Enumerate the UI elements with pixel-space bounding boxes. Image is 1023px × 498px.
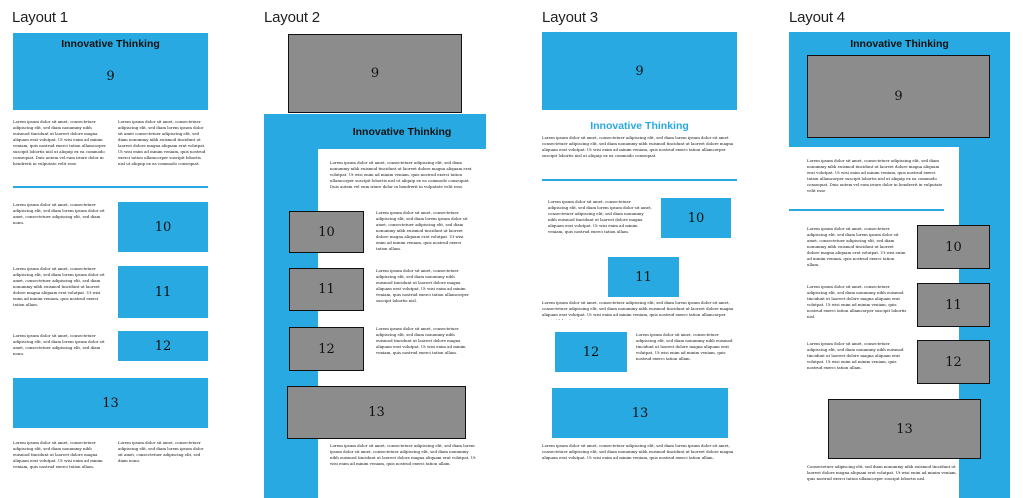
l4-box-11: 11 [917, 283, 990, 327]
l2-paragraph-5: Lorem ipsum dolor sit amet, consectetuer… [330, 443, 476, 466]
l2-box-12: 12 [289, 327, 364, 371]
l3-heading: Innovative Thinking [590, 120, 689, 132]
l4-paragraph-2: Lorem ipsum dolor sit amet, consectetuer… [807, 226, 906, 266]
l2-box-10: 10 [289, 211, 364, 253]
l3-box-11: 11 [608, 257, 679, 297]
l3-paragraph-3: Lorem ipsum dolor sit amet, consectetuer… [542, 300, 734, 320]
l1-paragraph-6: Lorem ipsum dolor sit amet, consectetuer… [13, 440, 103, 469]
l2-paragraph-1: Lorem ipsum dolor sit amet, consectetuer… [330, 160, 472, 189]
l2-box-9: 9 [288, 34, 462, 113]
l1-paragraph-5: Lorem ipsum dolor sit amet, consectetuer… [13, 333, 105, 356]
l3-box-13: 13 [552, 388, 728, 438]
l1-paragraph-7: Lorem ipsum dolor sit amet, consectetuer… [118, 440, 204, 463]
l2-box-11: 11 [289, 268, 364, 311]
l4-paragraph-3: Lorem ipsum dolor sit amet, consectetuer… [807, 284, 907, 319]
l4-paragraph-1: Lorem ipsum dolor sit amet, consectetuer… [807, 158, 943, 193]
l3-box-9: 9 [542, 32, 737, 110]
layout-2-title: Layout 2 [264, 9, 320, 26]
l2-heading-band [264, 114, 486, 149]
l1-paragraph-2: Lorem ipsum dolor sit amet, consectetuer… [118, 119, 206, 166]
layout-4-title: Layout 4 [789, 9, 845, 26]
l2-heading: Innovative Thinking [352, 126, 452, 138]
l3-paragraph-4: Lorem ipsum dolor sit amet, consectetuer… [636, 332, 733, 361]
l3-paragraph-2: Lorem ipsum dolor sit amet, consectetuer… [548, 199, 652, 234]
l2-paragraph-2: Lorem ipsum dolor sit amet, consectetuer… [376, 210, 468, 251]
l1-box-12: 12 [118, 331, 208, 361]
l1-box-9-label: 9 [106, 68, 115, 84]
l2-box-13: 13 [287, 386, 466, 439]
l3-box-12: 12 [555, 332, 627, 372]
l3-paragraph-1: Lorem ipsum dolor sit amet, consectetuer… [542, 135, 734, 158]
l2-paragraph-3: Lorem ipsum dolor sit amet, consectetuer… [376, 268, 469, 303]
layout-3-title: Layout 3 [542, 9, 598, 26]
layout-1-title: Layout 1 [12, 9, 68, 26]
l3-box-10: 10 [661, 198, 731, 238]
l4-paragraph-4: Lorem ipsum dolor sit amet, consectetuer… [807, 341, 904, 370]
l1-heading: Innovative Thinking [61, 38, 160, 50]
l4-heading: Innovative Thinking [850, 38, 949, 50]
l4-box-10: 10 [917, 225, 990, 269]
l4-paragraph-5: Consectetuer adipiscing elit, sed diam n… [807, 464, 957, 481]
l4-box-13: 13 [828, 399, 981, 459]
l1-paragraph-3: Lorem ipsum dolor sit amet, consectetuer… [13, 202, 105, 225]
l1-box-13: 13 [13, 378, 208, 428]
l1-paragraph-4: Lorem ipsum dolor sit amet, consectetuer… [13, 266, 105, 307]
l4-box-9: 9 [807, 55, 990, 138]
l4-box-12: 12 [917, 340, 990, 384]
l2-side-band [264, 149, 318, 498]
l1-paragraph-1: Lorem ipsum dolor sit amet, consectetuer… [13, 119, 106, 166]
l1-box-10: 10 [118, 202, 208, 252]
l1-box-9: Innovative Thinking 9 [13, 33, 208, 110]
l3-paragraph-5: Lorem ipsum dolor sit amet, consectetuer… [542, 443, 734, 460]
l2-paragraph-4: Lorem ipsum dolor sit amet, consectetuer… [376, 326, 466, 355]
l3-divider [542, 179, 737, 181]
l1-box-11: 11 [118, 266, 208, 318]
l4-divider [789, 209, 944, 211]
l1-divider [13, 186, 208, 188]
